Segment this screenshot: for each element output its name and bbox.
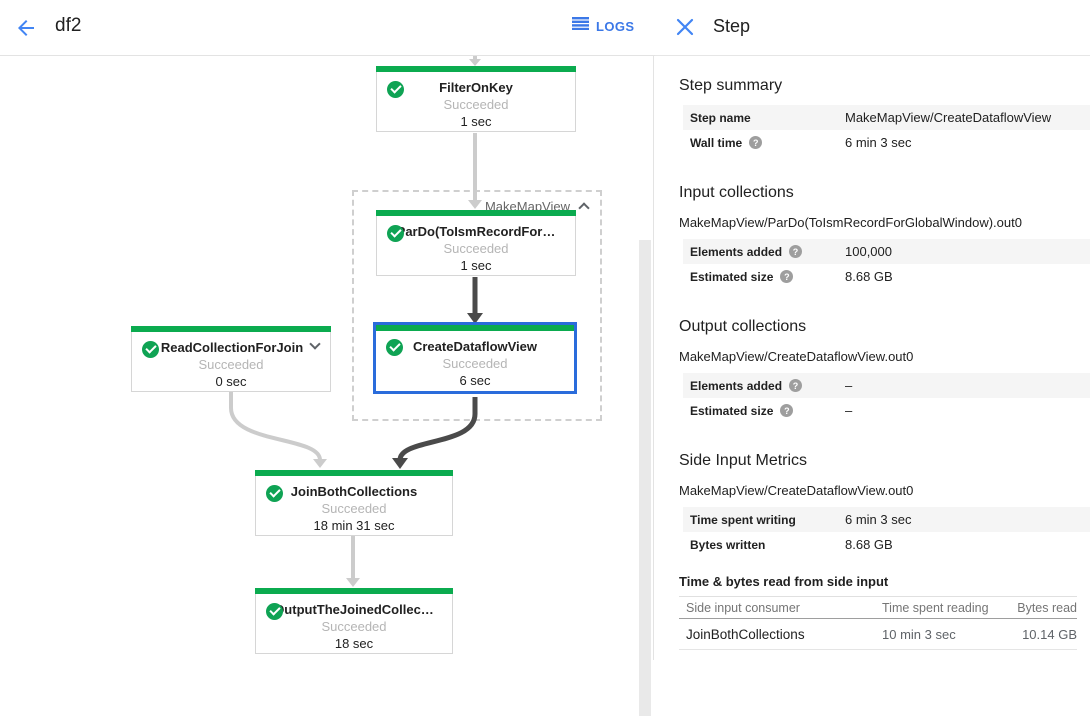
detail-row: Bytes written 8.68 GB <box>683 532 1090 557</box>
row-value: 100,000 <box>845 244 892 259</box>
row-label: Step name <box>690 110 751 125</box>
row-value: MakeMapView/CreateDataflowView <box>845 110 1052 125</box>
help-icon[interactable]: ? <box>789 245 803 258</box>
node-status: Succeeded <box>443 97 509 112</box>
row-label: Estimated size <box>690 403 774 418</box>
node-title: CreateDataflowView <box>412 339 538 354</box>
section-heading-output-collections: Output collections <box>679 318 807 335</box>
section-heading-step-summary: Step summary <box>679 77 783 94</box>
node-status-bar <box>376 210 576 216</box>
node-status-bar <box>255 588 453 594</box>
step-details-panel: Step Step summary Step name MakeMapView/… <box>655 0 1090 660</box>
job-title: df2 <box>55 15 82 36</box>
node-time: 1 sec <box>460 114 492 129</box>
logs-button[interactable]: LOGS <box>572 17 634 35</box>
help-icon[interactable]: ? <box>780 404 794 417</box>
detail-row: Elements added? – <box>683 373 1090 398</box>
section-heading-side-input-metrics: Side Input Metrics <box>679 452 808 469</box>
close-icon[interactable] <box>675 17 695 37</box>
node-time: 18 sec <box>334 636 374 651</box>
node-status-bar <box>376 325 574 331</box>
row-value: – <box>845 378 853 393</box>
check-circle-icon <box>266 603 283 620</box>
row-label: Elements added <box>690 378 783 393</box>
node-title: ParDo(ToIsmRecordFor… <box>396 224 556 239</box>
logs-list-icon <box>572 17 589 35</box>
node-status-bar <box>131 326 331 332</box>
side-input-table-header: Side input consumer Time spent reading B… <box>679 597 1077 619</box>
node-status: Succeeded <box>198 357 264 372</box>
logs-button-label: LOGS <box>596 18 635 34</box>
graph-node-outputthejoinedcollection[interactable]: OutputTheJoinedCollec… Succeeded 18 sec <box>255 588 453 654</box>
panel-header: Step <box>655 0 1090 56</box>
step-summary-rows: Step name MakeMapView/CreateDataflowView… <box>679 105 1090 155</box>
node-title: FilterOnKey <box>439 80 513 95</box>
section-heading-input-collections: Input collections <box>679 184 794 201</box>
node-title: OutputTheJoinedCollec… <box>274 602 434 617</box>
row-value: 6 min 3 sec <box>845 135 912 150</box>
node-title: ReadCollectionForJoin <box>160 340 304 355</box>
side-input-table: Side input consumer Time spent reading B… <box>679 596 1077 650</box>
output-collections-rows: Elements added? – Estimated size? – <box>679 373 1090 423</box>
side-input-metrics-rows: Time spent writing 6 min 3 sec Bytes wri… <box>679 507 1090 557</box>
row-label: Bytes written <box>690 537 766 552</box>
graph-node-filteronkey[interactable]: FilterOnKey Succeeded 1 sec <box>376 66 576 132</box>
check-circle-icon <box>142 341 159 358</box>
column-header: Side input consumer <box>686 600 800 615</box>
input-collections-rows: Elements added? 100,000 Estimated size? … <box>679 239 1090 289</box>
detail-row: Time spent writing 6 min 3 sec <box>683 507 1090 532</box>
node-status: Succeeded <box>443 241 509 256</box>
graph-vertical-scrollbar[interactable] <box>639 240 651 716</box>
graph-node-joinbothcollections[interactable]: JoinBothCollections Succeeded 18 min 31 … <box>255 470 453 536</box>
node-status: Succeeded <box>442 356 508 371</box>
row-label: Time spent writing <box>690 512 796 527</box>
output-collection-name: MakeMapView/CreateDataflowView.out0 <box>679 349 914 364</box>
back-arrow-icon[interactable] <box>14 16 38 40</box>
side-input-collection-name: MakeMapView/CreateDataflowView.out0 <box>679 483 914 498</box>
row-value: 8.68 GB <box>845 269 893 284</box>
node-status: Succeeded <box>321 501 387 516</box>
row-value: 8.68 GB <box>845 537 893 552</box>
node-status: Succeeded <box>321 619 387 634</box>
help-icon[interactable]: ? <box>749 136 763 149</box>
row-value: – <box>845 403 853 418</box>
side-input-table-heading: Time & bytes read from side input <box>679 574 889 589</box>
column-header: Bytes read <box>1017 600 1077 615</box>
node-time: 1 sec <box>460 258 492 273</box>
panel-title: Step <box>713 16 751 36</box>
job-graph-canvas[interactable]: MakeMapView FilterOnKey Succeeded 1 sec … <box>0 56 654 716</box>
detail-row: Elements added? 100,000 <box>683 239 1090 264</box>
detail-row: Step name MakeMapView/CreateDataflowView <box>683 105 1090 130</box>
side-input-consumer: JoinBothCollections <box>686 626 805 642</box>
row-label: Estimated size <box>690 269 774 284</box>
help-icon[interactable]: ? <box>789 379 803 392</box>
row-label: Wall time <box>690 135 743 150</box>
panel-body: Step summary Step name MakeMapView/Creat… <box>655 77 1090 650</box>
check-circle-icon <box>266 485 283 502</box>
row-value: 6 min 3 sec <box>845 512 912 527</box>
detail-row: Wall time? 6 min 3 sec <box>683 130 1090 155</box>
node-time: 6 sec <box>459 373 491 388</box>
node-title: JoinBothCollections <box>290 484 418 499</box>
check-circle-icon <box>386 339 403 356</box>
help-icon[interactable]: ? <box>780 270 794 283</box>
node-status-bar <box>376 66 576 72</box>
row-label: Elements added <box>690 244 783 259</box>
graph-edges <box>229 56 483 587</box>
check-circle-icon <box>387 81 404 98</box>
node-status-bar <box>255 470 453 476</box>
node-time: 0 sec <box>215 374 247 389</box>
node-time: 18 min 31 sec <box>313 518 395 533</box>
input-collection-name: MakeMapView/ParDo(ToIsmRecordForGlobalWi… <box>679 215 1022 230</box>
time-spent-reading: 10 min 3 sec <box>882 626 956 642</box>
column-header: Time spent reading <box>882 600 989 615</box>
bytes-read: 10.14 GB <box>1022 626 1077 642</box>
detail-row: Estimated size? 8.68 GB <box>683 264 1090 289</box>
detail-row: Estimated size? – <box>683 398 1090 423</box>
table-row: JoinBothCollections 10 min 3 sec 10.14 G… <box>679 619 1077 650</box>
check-circle-icon <box>387 225 404 242</box>
graph-node-createdataflowview-selected[interactable]: CreateDataflowView Succeeded 6 sec <box>373 322 577 394</box>
graph-node-readcollectionforjoin[interactable]: ReadCollectionForJoin Succeeded 0 sec <box>131 326 331 392</box>
graph-node-pardo-toismrecord[interactable]: ParDo(ToIsmRecordFor… Succeeded 1 sec <box>376 210 576 276</box>
